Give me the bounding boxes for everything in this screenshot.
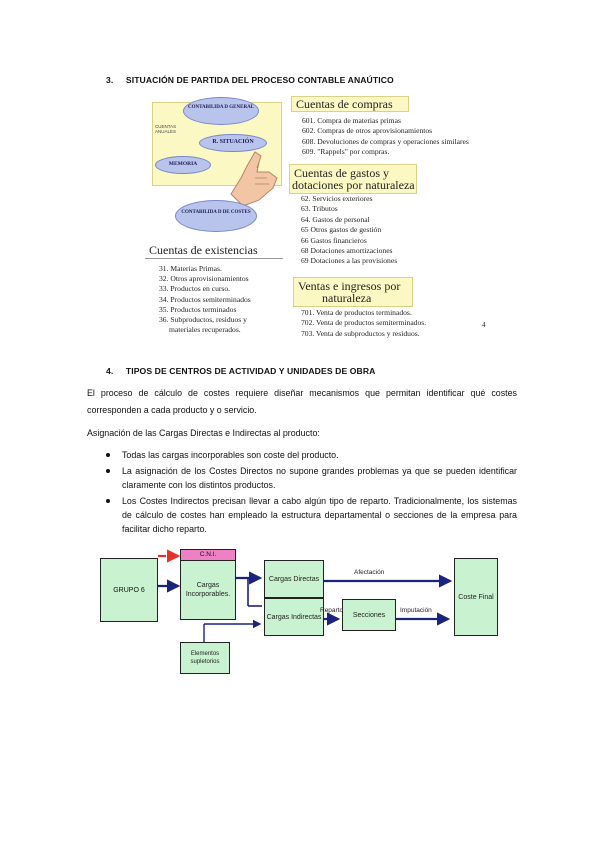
existencias-item: 36. Subproductos, residuos y xyxy=(159,315,247,325)
oval-r-situacion: R. SITUACIÓN xyxy=(199,134,267,152)
oval-contabilidad-general: CONTABILIDA D GENERAL xyxy=(183,97,259,125)
gastos-item: 66 Gastos financieros xyxy=(301,235,367,245)
existencias-list: 31. Materias Primas. 32. Otros aprovisio… xyxy=(159,264,251,335)
hand-pointer-icon xyxy=(230,151,278,207)
gastos-item: 68 Dotaciones amortizaciones xyxy=(301,246,393,256)
elementos-supletorios-label: Elementos supletorios xyxy=(190,651,220,665)
compras-title-box: Cuentas de compras xyxy=(291,96,409,112)
afectacion-label: Afectación xyxy=(354,569,385,576)
cuentas-anuales-label: CUENTAS ANUALES xyxy=(155,124,177,134)
secciones-box: Secciones xyxy=(342,599,396,631)
bullet-dot xyxy=(106,453,110,457)
cargas-directas-label: Cargas Directas xyxy=(268,575,320,583)
bullet-item: Todas las cargas incorporables son coste… xyxy=(122,450,339,460)
existencias-item: 31. Materias Primas. xyxy=(159,264,222,273)
cargas-indirectas-label: Cargas Indirectas xyxy=(266,613,322,621)
reparto-label: Reparto xyxy=(320,607,344,614)
compras-item: 609. "Rappels" por compras. xyxy=(302,147,390,157)
paragraph-1: El proceso de cálculo de costes requiere… xyxy=(87,388,517,415)
existencias-title: Cuentas de existencias xyxy=(145,244,283,259)
grupo-6-label: GRUPO 6 xyxy=(113,586,145,594)
figure-page-number: 4 xyxy=(482,321,486,329)
cni-label: C.N.I. xyxy=(199,551,217,558)
compras-item: 608. Devoluciones de compras y operacion… xyxy=(302,136,469,146)
cargas-incorporables-label: Cargas Incorporables. xyxy=(185,582,231,598)
paragraph-2: Asignación de las Cargas Directas e Indi… xyxy=(87,428,320,438)
bullet-item: La asignación de los Costes Directos no … xyxy=(122,466,517,490)
existencias-item: 34. Productos semiterminados xyxy=(159,294,251,304)
oval-contabilidad-costes: CONTABILIDA D DE COSTES xyxy=(175,200,257,232)
section-3-heading: 3. SITUACIÓN DE PARTIDA DEL PROCESO CONT… xyxy=(106,75,394,85)
cost-flow-diagram: GRUPO 6 C.N.I. Cargas Incorporables. Car… xyxy=(98,544,508,684)
grupo-6-box: GRUPO 6 xyxy=(100,558,158,622)
ventas-item: 702. Venta de productos semiterminados. xyxy=(301,318,427,328)
imputacion-label: Imputación xyxy=(400,607,432,614)
cargas-indirectas-box: Cargas Indirectas xyxy=(264,598,324,636)
coste-final-label: Coste Final xyxy=(458,593,494,601)
coste-final-box: Coste Final xyxy=(454,558,498,636)
flow-arrows xyxy=(156,549,453,642)
accounting-figure: CONTABILIDA D GENERAL CUENTAS ANUALES R.… xyxy=(145,94,517,346)
gastos-item: 63. Tributos xyxy=(301,204,338,214)
compras-list: 601. Compra de materias primas 602. Comp… xyxy=(302,116,469,158)
ventas-list: 701. Venta de productos terminados. 702.… xyxy=(301,308,426,339)
cargas-directas-box: Cargas Directas xyxy=(264,560,324,598)
gastos-item: 65 Otros gastos de gestión xyxy=(301,225,382,235)
secciones-label: Secciones xyxy=(352,611,386,619)
compras-item: 601. Compra de materias primas xyxy=(302,116,401,125)
existencias-item: 33. Productos en curso. xyxy=(159,284,231,294)
ventas-item: 701. Venta de productos terminados. xyxy=(301,308,412,317)
gastos-item: 69 Dotaciones a las provisiones xyxy=(301,256,398,266)
section-4-heading: 4. TIPOS DE CENTROS DE ACTIVIDAD Y UNIDA… xyxy=(106,366,375,376)
section-4-title: TIPOS DE CENTROS DE ACTIVIDAD Y UNIDADES… xyxy=(125,366,376,376)
compras-item: 602. Compras de otros aprovisionamientos xyxy=(302,126,433,136)
bullet-item: Los Costes Indirectos precisan llevar a … xyxy=(122,496,517,534)
gastos-item: 64. Gastos de personal xyxy=(301,214,370,224)
section-4-number: 4. xyxy=(106,366,114,376)
gastos-list: 62. Servicios exteriores 63. Tributos 64… xyxy=(301,194,397,267)
existencias-item: 32. Otros aprovisionamientos xyxy=(159,274,249,284)
bullet-dot xyxy=(106,469,110,473)
section-3-number: 3. xyxy=(106,75,114,85)
ventas-item: 703. Venta de subproductos y residuos. xyxy=(301,328,420,338)
oval-memoria: MEMORIA xyxy=(155,156,211,174)
ventas-title-box: Ventas e ingresos por naturaleza xyxy=(293,277,413,307)
existencias-item: 35. Productos terminados xyxy=(159,304,237,314)
bullet-dot xyxy=(106,499,110,503)
gastos-item: 62. Servicios exteriores xyxy=(301,194,373,203)
elementos-supletorios-box: Elementos supletorios xyxy=(180,642,230,674)
existencias-item: materiales recuperados. xyxy=(169,325,241,335)
cargas-incorporables-box: Cargas Incorporables. xyxy=(180,560,236,620)
gastos-title-box: Cuentas de gastos y dotaciones por natur… xyxy=(289,164,417,194)
section-3-title: SITUACIÓN DE PARTIDA DEL PROCESO CONTABL… xyxy=(125,75,394,85)
